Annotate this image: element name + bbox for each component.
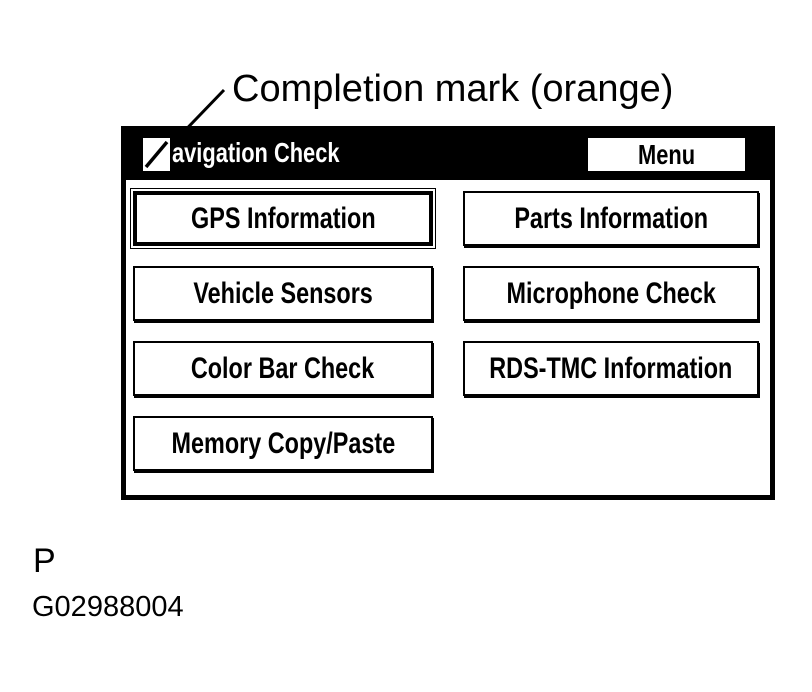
completion-mark-annotation: Completion mark (orange)	[232, 68, 674, 110]
completion-mark-icon	[143, 138, 170, 171]
screen-content: GPS Information Parts Information Vehicl…	[126, 180, 770, 495]
parts-information-button[interactable]: Parts Information	[463, 191, 759, 246]
button-label: Parts Information	[514, 201, 708, 235]
color-bar-check-button[interactable]: Color Bar Check	[133, 341, 433, 396]
figure-code: G02988004	[32, 591, 184, 623]
menu-button-label: Menu	[637, 138, 696, 170]
rds-tmc-information-button[interactable]: RDS-TMC Information	[463, 341, 759, 396]
menu-button[interactable]: Menu	[588, 138, 745, 171]
vehicle-sensors-button[interactable]: Vehicle Sensors	[133, 266, 433, 321]
button-label: GPS Information	[190, 201, 376, 235]
button-label: Microphone Check	[506, 276, 716, 310]
screen-title: avigation Check	[172, 137, 340, 168]
button-label: Color Bar Check	[191, 351, 375, 385]
navigation-check-screen: avigation Check Menu GPS Information Par…	[121, 126, 775, 500]
memory-copy-paste-button[interactable]: Memory Copy/Paste	[133, 416, 433, 471]
page-marker: P	[33, 542, 56, 580]
button-label: Memory Copy/Paste	[171, 426, 395, 460]
gps-information-button[interactable]: GPS Information	[130, 188, 436, 249]
microphone-check-button[interactable]: Microphone Check	[463, 266, 759, 321]
button-label: RDS-TMC Information	[489, 351, 733, 385]
button-label: Vehicle Sensors	[193, 276, 373, 310]
